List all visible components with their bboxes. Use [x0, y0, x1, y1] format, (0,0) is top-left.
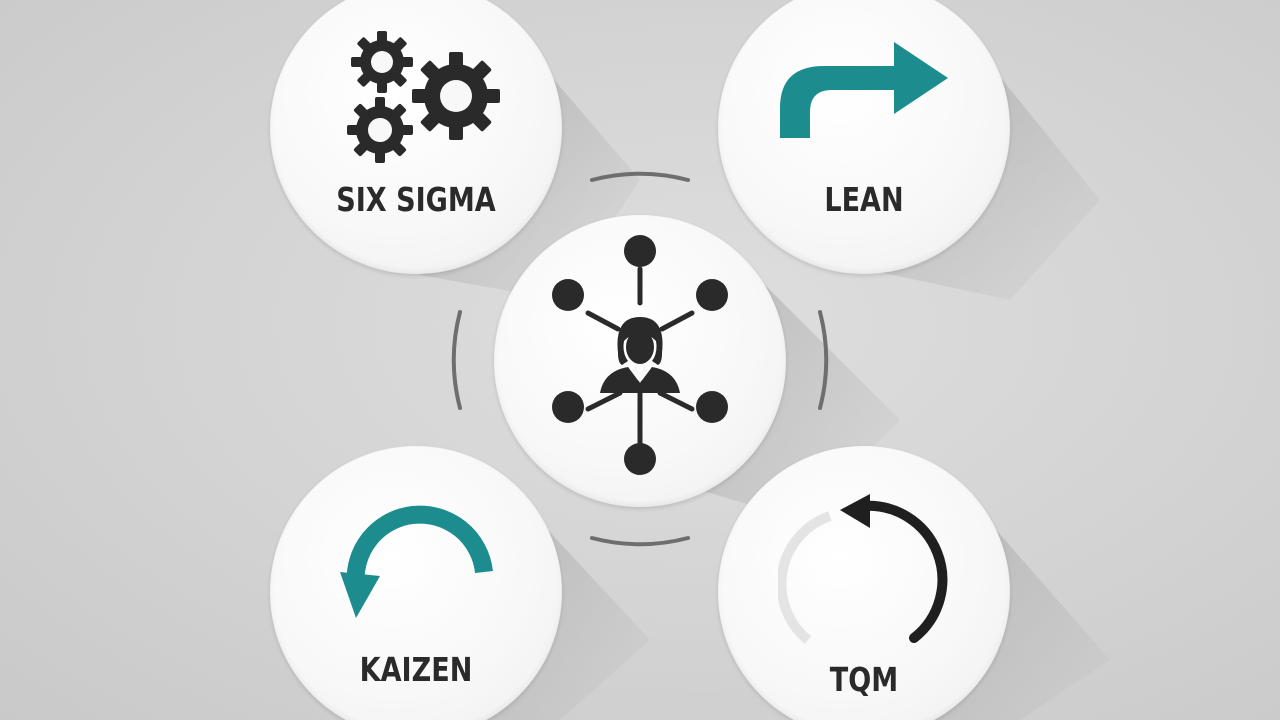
turn-right-arrow-icon [780, 42, 948, 138]
center-node [494, 215, 786, 507]
kaizen-label: KAIZEN [359, 650, 473, 689]
six-sigma-label: SIX SIGMA [336, 180, 496, 219]
tqm-node: TQM [718, 446, 1010, 720]
lean-label: LEAN [824, 180, 904, 219]
tqm-label: TQM [829, 660, 899, 699]
counterclockwise-arrow-icon [340, 505, 493, 618]
lean-node: LEAN [718, 0, 1010, 274]
gears-icon [347, 31, 500, 163]
kaizen-node: KAIZEN [270, 446, 562, 720]
six-sigma-node: SIX SIGMA [270, 0, 562, 274]
cycle-arrow-icon [778, 494, 948, 644]
person-network-icon [552, 235, 728, 475]
